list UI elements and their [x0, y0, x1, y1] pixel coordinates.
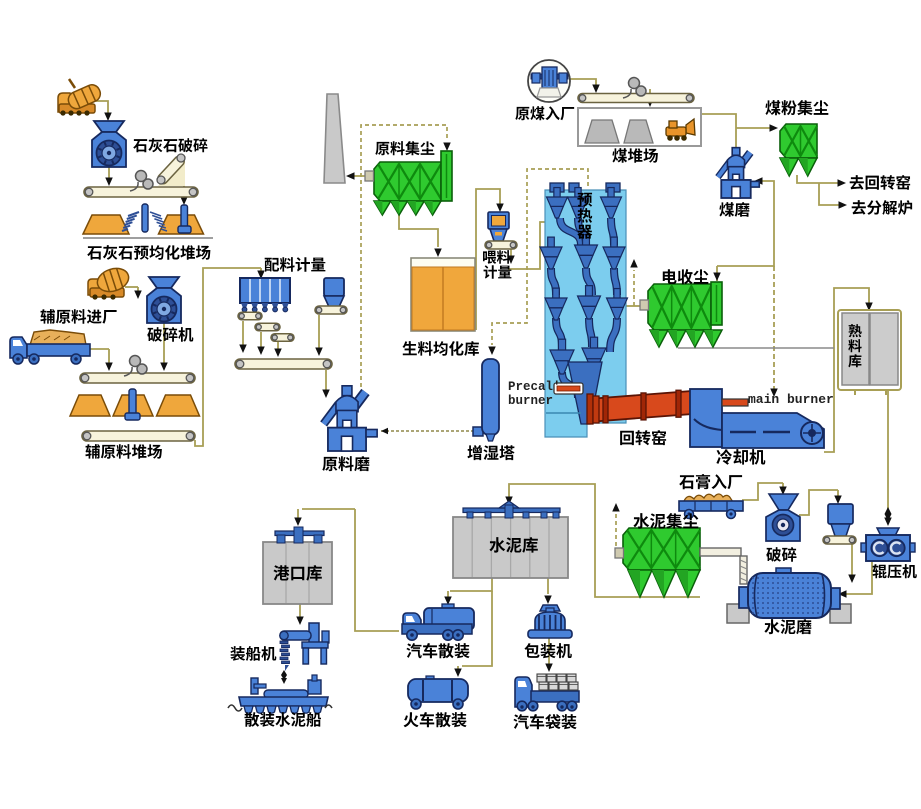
- svg-text:main burner: main burner: [748, 392, 834, 407]
- svg-text:Precal': Precal': [508, 380, 561, 394]
- svg-text:burner: burner: [508, 394, 553, 408]
